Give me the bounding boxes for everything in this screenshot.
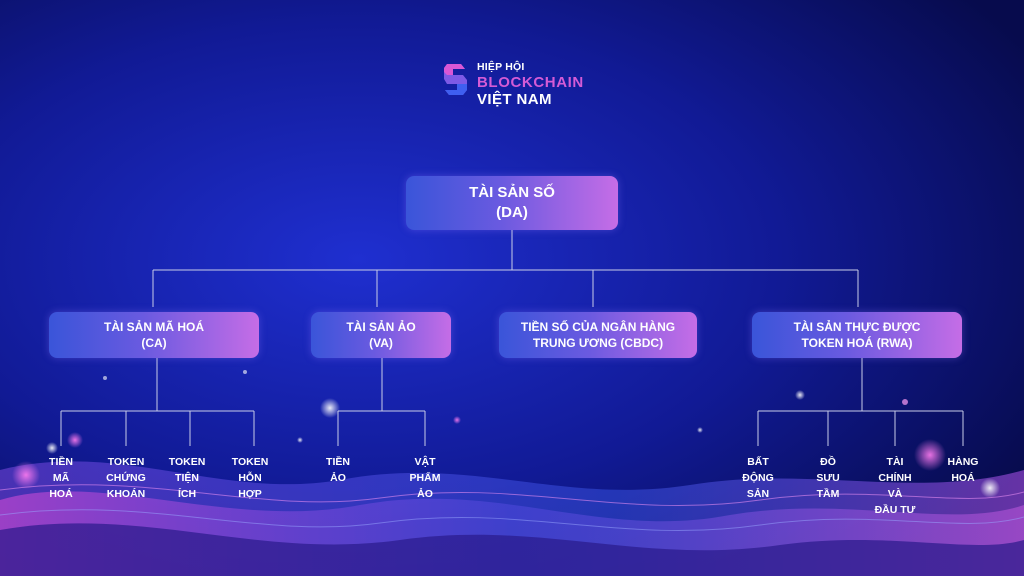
root-node-abbreviation: (DA) [496, 204, 528, 221]
logo-text-line2: BLOCKCHAIN [477, 73, 584, 91]
category-abbreviation: TOKEN HOÁ (RWA) [801, 336, 913, 350]
category-title: TÀI SẢN THỰC ĐƯỢC [793, 320, 921, 334]
leaf-node-security-token: TOKEN CHỨNG KHOÁN [106, 456, 146, 500]
category-node-cbdc: TIỀN SỐ CỦA NGÂN HÀNG TRUNG ƯƠNG (CBDC) [499, 312, 697, 358]
root-node-digital-assets: TÀI SẢN SỐ (DA) [406, 176, 618, 230]
association-logo: HIỆP HỘI BLOCKCHAIN VIỆT NAM [443, 60, 584, 107]
category-abbreviation: (VA) [369, 336, 393, 350]
blockchain-s-logo-icon [444, 64, 467, 95]
category-abbreviation: TRUNG ƯƠNG (CBDC) [532, 336, 664, 350]
leaf-node-cryptocurrency: TIỀN MÃ HOÁ [49, 456, 73, 500]
leaf-node-collectibles: ĐỒ SƯU TẦM [816, 456, 840, 500]
leaf-node-virtual-items: VẬT PHẨM ẢO [409, 456, 441, 500]
category-title: TÀI SẢN ẢO [346, 320, 416, 334]
category-title: TIỀN SỐ CỦA NGÂN HÀNG [520, 320, 676, 334]
category-node-rwa: TÀI SẢN THỰC ĐƯỢC TOKEN HOÁ (RWA) [752, 312, 962, 358]
leaf-node-finance-investment: TÀI CHÍNH VÀ ĐẦU TƯ [874, 456, 916, 516]
leaf-node-virtual-currency: TIỀN ẢO [326, 456, 350, 484]
category-abbreviation: (CA) [141, 336, 167, 350]
leaf-node-real-estate: BẤT ĐỘNG SẢN [742, 456, 774, 500]
category-node-virtual-assets: TÀI SẢN ẢO (VA) [311, 312, 451, 358]
leaf-node-hybrid-token: TOKEN HỖN HỢP [231, 456, 269, 500]
category-title: TÀI SẢN MÃ HOÁ [104, 320, 204, 334]
leaf-node-commodities: HÀNG HOÁ [947, 456, 979, 484]
logo-text-line3: VIỆT NAM [477, 90, 552, 108]
root-node-title: TÀI SẢN SỐ [469, 184, 555, 201]
logo-text-line1: HIỆP HỘI [477, 61, 525, 73]
category-node-crypto-assets: TÀI SẢN MÃ HOÁ (CA) [49, 312, 259, 358]
leaf-node-utility-token: TOKEN TIỆN ÍCH [168, 456, 206, 500]
